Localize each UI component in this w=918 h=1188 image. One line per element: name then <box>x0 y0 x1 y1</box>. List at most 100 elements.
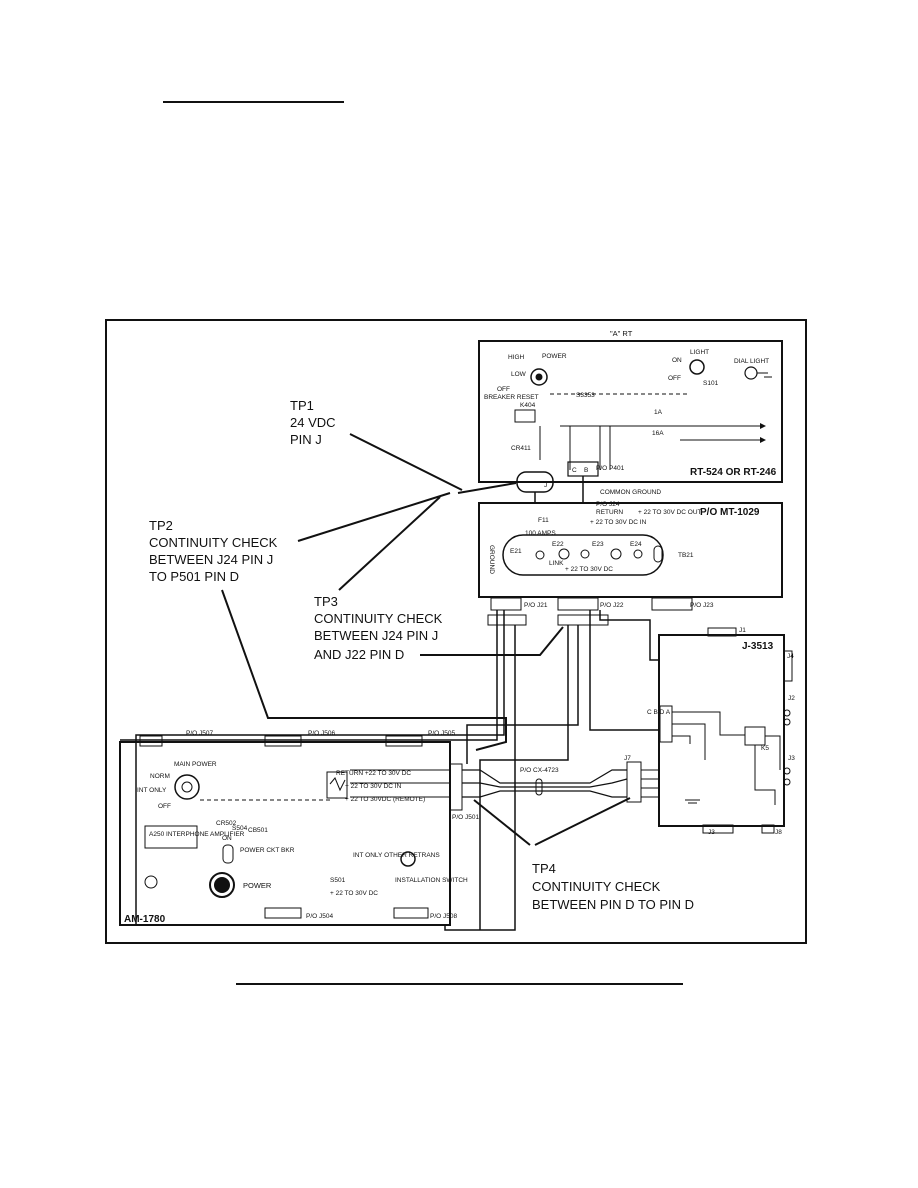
j22-label: P/O J22 <box>600 602 624 609</box>
tp2-line-3: BETWEEN J24 PIN J <box>149 552 273 567</box>
off-label: OFF <box>497 386 510 393</box>
j23-connector-icon <box>651 597 693 611</box>
dc-label: + 22 TO 30V DC <box>565 566 613 573</box>
j507-label: P/O J507 <box>186 730 213 737</box>
k404-label: K404 <box>520 402 536 409</box>
int-only-other-label: INT ONLY OTHER RETRANS <box>353 852 440 859</box>
s3353-label: S3353 <box>576 392 595 399</box>
e21-label: E21 <box>510 548 522 555</box>
j501-connector-icon <box>449 763 463 811</box>
rt-unit-box <box>478 340 783 483</box>
j506-label: P/O J506 <box>308 730 335 737</box>
j23-label: P/O J23 <box>690 602 714 609</box>
high-label: HIGH <box>508 354 525 361</box>
e24-label: E24 <box>630 541 642 548</box>
tp4-line-1: TP4 <box>532 861 556 876</box>
k5-relay-icon <box>744 726 766 746</box>
tp1-line-2: 24 VDC <box>290 415 336 430</box>
am-title: AM-1780 <box>124 914 166 925</box>
tp3-line-3: BETWEEN J24 PIN J <box>314 628 438 643</box>
interphone-amplifier-box <box>144 825 198 849</box>
tp1-line-3: PIN J <box>290 432 322 447</box>
amp-label: A250 INTERPHONE AMPLIFIER <box>149 831 245 838</box>
j8-label: J8 <box>775 829 782 836</box>
low-label: LOW <box>511 371 527 378</box>
e22-label: E22 <box>552 541 564 548</box>
tp3-line-2: CONTINUITY CHECK <box>314 611 443 626</box>
tp3-line-4: AND J22 PIN D <box>314 647 404 662</box>
tp1-line-1: TP1 <box>290 398 314 413</box>
tp3-line-1: TP3 <box>314 594 338 609</box>
cr502-label: CR502 <box>216 820 237 827</box>
tp3-callout: TP3 CONTINUITY CHECK BETWEEN J24 PIN J A… <box>314 594 443 662</box>
tb21-terminal-board-icon <box>502 534 664 576</box>
tp2-line-2: CONTINUITY CHECK <box>149 535 278 550</box>
j22-connector-icon <box>557 597 599 611</box>
cb501-label: CB501 <box>248 827 268 834</box>
tp3-leader-end <box>420 626 564 656</box>
power-ckt-bkr-label: POWER CKT BKR <box>240 847 295 854</box>
power-label: POWER <box>243 881 272 890</box>
return-line-label: RETURN +22 TO 30V DC <box>336 770 411 777</box>
j1-label: J1 <box>739 627 746 634</box>
int-only-label: INT ONLY <box>137 787 167 794</box>
j3-label: J3 <box>788 755 795 762</box>
tp1-leader <box>349 433 463 491</box>
dc-in-label: + 22 TO 30V DC IN <box>590 519 647 526</box>
pin-c-label: C <box>572 467 577 474</box>
tp2-line-1: TP2 <box>149 518 173 533</box>
link-label: LINK <box>549 560 564 567</box>
light-off-label: OFF <box>668 375 681 382</box>
j7-label: J7 <box>624 755 631 762</box>
return-label: RETURN <box>596 509 623 516</box>
tp2-leader-end <box>221 589 507 751</box>
amps-label: 100 AMPS <box>525 530 556 537</box>
s504-label: S504 <box>232 825 248 832</box>
dc-bottom-label: + 22 TO 30V DC <box>330 890 378 897</box>
power-label: POWER <box>542 353 567 360</box>
j3-bottom-label: J3 <box>708 829 715 836</box>
main-power-knob-icon <box>174 774 200 800</box>
callout-leaders <box>221 433 631 846</box>
power-lamp-icon <box>209 872 235 898</box>
interconnect-wiring <box>120 476 660 931</box>
f11-label: F11 <box>538 517 549 524</box>
j21-label: P/O J21 <box>524 602 548 609</box>
installation-switch-label: INSTALLATION SWITCH <box>395 877 468 884</box>
rt-title: "A" RT <box>610 329 633 338</box>
tp4-leader <box>473 799 531 846</box>
tp1-callout: TP1 24 VDC PIN J <box>290 398 336 447</box>
cx-4723-cable: P/O CX-4723 <box>462 767 628 798</box>
cable-label: P/O CX-4723 <box>520 767 559 774</box>
dial-light-label: DIAL LIGHT <box>734 358 769 365</box>
p401-label: P/O P401 <box>596 465 625 472</box>
diagram-frame <box>105 319 807 944</box>
k404-relay-icon <box>514 409 536 423</box>
dc-out-label: + 22 TO 30V DC OUT <box>638 509 702 516</box>
s501-label: S501 <box>330 877 346 884</box>
j504-label: P/O J504 <box>306 913 333 920</box>
dial-lamp-icon <box>744 366 758 380</box>
mt-unit-box <box>478 502 783 598</box>
tp4-line-2: CONTINUITY CHECK <box>532 879 661 894</box>
mt-title: P/O MT-1029 <box>700 507 760 518</box>
rt-unit: "A" RT RT-524 OR RT-246 POWER HIGH LOW O… <box>478 329 783 493</box>
e23-label: E23 <box>592 541 604 548</box>
j7-connector-icon <box>626 761 642 803</box>
main-off-label: OFF <box>158 803 171 810</box>
j21-connector-icon <box>490 597 522 611</box>
mt-1029-unit: P/O MT-1029 COMMON GROUND P/O J24 RETURN… <box>478 489 783 626</box>
tp4-line-3: BETWEEN PIN D TO PIN D <box>532 897 694 912</box>
light-label: LIGHT <box>690 349 709 356</box>
power-knob-icon <box>530 368 548 386</box>
j2-label: J2 <box>788 695 795 702</box>
j3513-title: J-3513 <box>742 641 774 652</box>
tp4-leader-right <box>534 797 631 846</box>
power-knob-center-icon <box>535 373 543 381</box>
tp2-leader <box>297 492 451 542</box>
tp2-line-4: TO P501 PIN D <box>149 569 239 584</box>
on-label: ON <box>222 835 232 842</box>
j505-label: P/O J505 <box>428 730 455 737</box>
norm-label: NORM <box>150 773 170 780</box>
